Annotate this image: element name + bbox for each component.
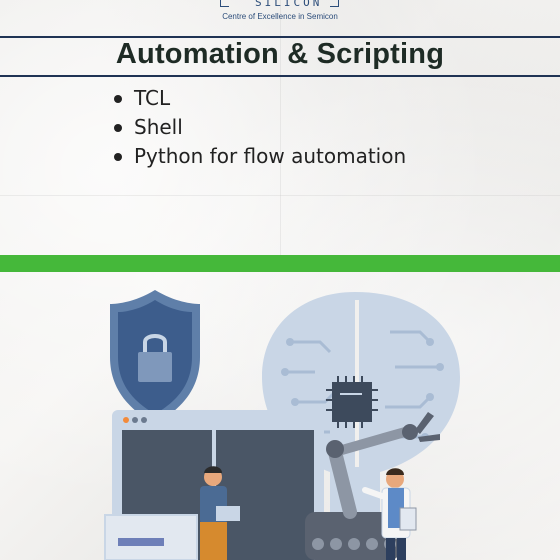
topic-list: TCL Shell Python for flow automation [110,84,406,171]
microchip-icon [326,376,378,428]
padlock-shield-icon [110,290,200,424]
list-item: Shell [110,113,406,142]
logo-bracket-left [220,0,229,7]
topic-label: Shell [134,115,183,139]
title-rule-top [0,36,560,38]
page-title: Automation & Scripting [115,38,445,70]
bullet-icon [114,124,122,132]
bullet-icon [114,153,122,161]
robotic-arm-icon [305,412,440,560]
bullet-icon [114,95,122,103]
list-item: Python for flow automation [110,142,406,171]
topic-label: TCL [134,86,171,110]
logo-tagline: Centre of Excellence in Semicon [222,12,338,21]
paper-crease [0,195,560,196]
automation-illustration [104,290,460,560]
brand-logo: SILICON Centre of Excellence in Semicon [0,0,560,30]
topic-label: Python for flow automation [134,144,407,168]
logo-wordmark: SILICON [255,0,323,9]
list-item: TCL [110,84,406,113]
paper-crease [280,0,281,255]
dialog-window-icon [104,514,198,560]
title-rule-bottom [0,75,560,77]
engineer-labcoat-figure [362,468,417,560]
engineer-laptop-figure [200,466,240,560]
logo-bracket-right [330,0,339,7]
accent-bar [0,255,560,272]
